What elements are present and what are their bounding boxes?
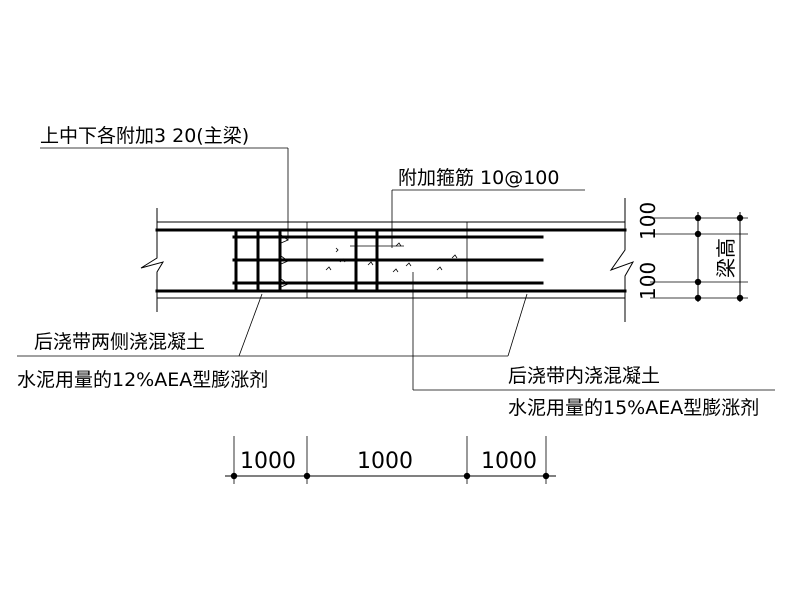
- additional-stirrups: [234, 228, 379, 293]
- leader-lines: [17, 147, 775, 391]
- top-rebar-label: 上中下各附加3 20(主梁): [40, 125, 249, 147]
- concrete-aggregate-marks: [325, 242, 458, 273]
- main-rebars: [155, 228, 627, 293]
- inner-concrete-label-line1: 后浇带内浇混凝土: [508, 365, 660, 387]
- beam-height-label: 梁高: [714, 238, 738, 278]
- side-concrete-label-line2: 水泥用量的12%AEA型膨涨剂: [17, 369, 268, 391]
- bottom-dimension-right: 1000: [481, 449, 537, 474]
- side-concrete-label-line1: 后浇带两侧浇混凝土: [34, 331, 205, 353]
- bottom-dimension-chain: [225, 436, 556, 484]
- inner-concrete-label-line2: 水泥用量的15%AEA型膨涨剂: [508, 397, 759, 419]
- stirrup-label: 附加箍筋 10@100: [398, 167, 559, 189]
- right-dimension-chain: [650, 212, 748, 302]
- bottom-dimension-middle: 1000: [357, 449, 413, 474]
- right-dimension-top: 100: [636, 202, 660, 240]
- right-dimension-bottom: 100: [636, 262, 660, 300]
- bottom-dimension-left: 1000: [240, 449, 296, 474]
